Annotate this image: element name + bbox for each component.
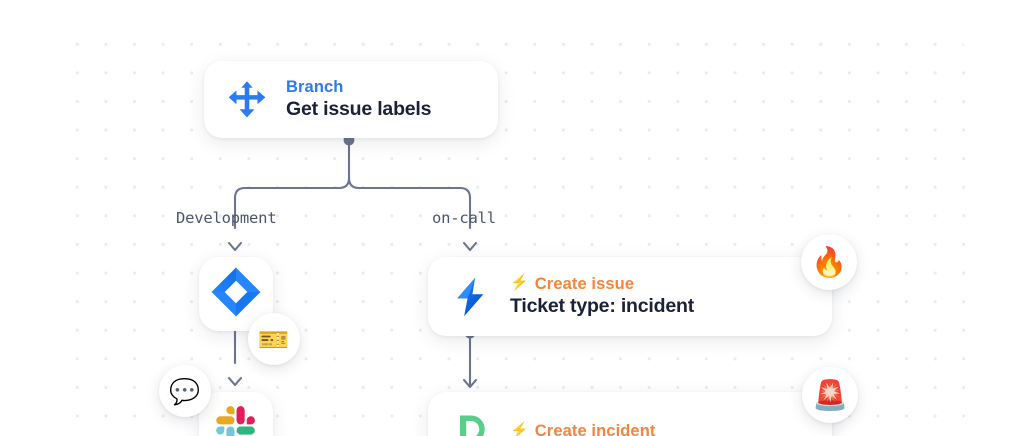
- jira-diamond-icon: [210, 266, 262, 323]
- node-tile-slack[interactable]: [199, 392, 273, 436]
- node-create-issue-kicker: ⚡ Create issue: [510, 274, 694, 295]
- node-card-create-incident[interactable]: ⚡ Create incident: [428, 392, 832, 436]
- speech-balloon-emoji-badge[interactable]: 💬: [159, 365, 211, 417]
- node-create-issue-title: Ticket type: incident: [510, 295, 694, 318]
- slack-icon: [211, 402, 261, 436]
- node-create-incident-text: ⚡ Create incident: [510, 421, 655, 436]
- node-card-branch[interactable]: Branch Get issue labels: [204, 61, 498, 138]
- branch-arrows-icon: [224, 77, 270, 123]
- node-create-incident-kicker-label: Create incident: [534, 422, 656, 436]
- lightning-bolt-icon: ⚡: [510, 422, 529, 436]
- branch-label-oncall: on-call: [432, 209, 496, 227]
- node-branch-title: Get issue labels: [286, 98, 432, 121]
- node-card-create-issue[interactable]: ⚡ Create issue Ticket type: incident: [428, 257, 832, 336]
- branch-label-development: Development: [176, 209, 277, 227]
- node-create-issue-text: ⚡ Create issue Ticket type: incident: [510, 274, 694, 320]
- jira-bolt-icon: [448, 274, 494, 320]
- datadog-icon: [448, 409, 494, 436]
- alarm-light-emoji-badge[interactable]: 🚨: [802, 367, 858, 423]
- lightning-bolt-icon: ⚡: [510, 274, 529, 292]
- node-branch-text: Branch Get issue labels: [286, 77, 431, 123]
- node-create-issue-kicker-label: Create issue: [534, 274, 635, 293]
- node-create-incident-kicker: ⚡ Create incident: [510, 421, 655, 436]
- fire-emoji-badge[interactable]: 🔥: [801, 234, 857, 290]
- ticket-emoji-badge[interactable]: 🎫: [248, 313, 300, 365]
- node-branch-kicker: Branch: [286, 77, 344, 96]
